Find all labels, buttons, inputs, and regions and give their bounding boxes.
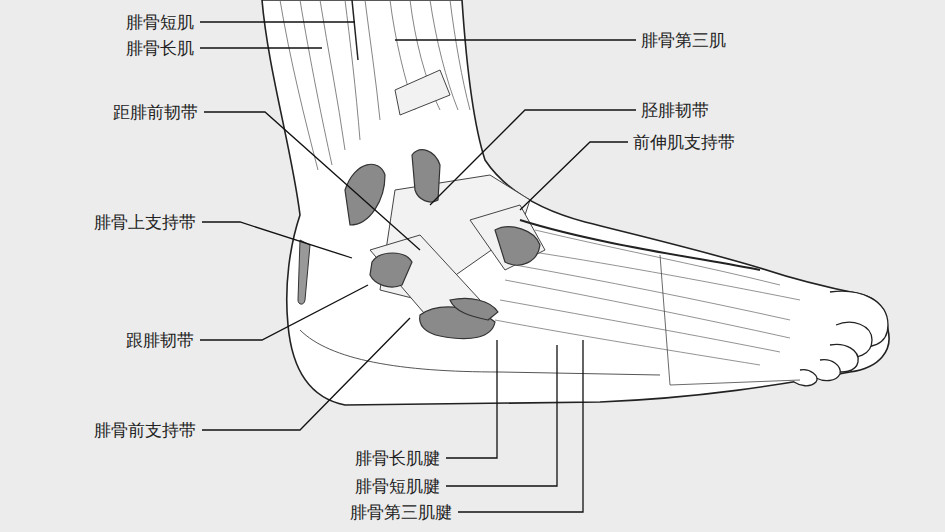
- anatomy-label: 胫腓韧带: [641, 100, 709, 120]
- leader-lines: [200, 22, 636, 512]
- muscle-fibres: [280, 0, 470, 170]
- anatomy-label: 腓骨上支持带: [94, 212, 196, 232]
- anatomy-label: 跟腓韧带: [126, 330, 194, 350]
- tendon-line: [520, 220, 760, 270]
- anatomy-label: 腓骨第三肌腱: [350, 502, 452, 522]
- achilles: [298, 240, 310, 304]
- anatomy-label: 前伸肌支持带: [633, 132, 735, 152]
- retinaculum-bands: [370, 70, 545, 320]
- anatomy-label: 距腓前韧带: [113, 102, 198, 122]
- anatomy-label: 腓骨短肌: [126, 12, 194, 32]
- anatomy-label: 腓骨短肌腱: [355, 476, 440, 496]
- anatomy-label: 腓骨前支持带: [94, 420, 196, 440]
- anatomy-label: 腓骨长肌腱: [355, 448, 440, 468]
- anatomy-label: 腓骨长肌: [126, 38, 194, 58]
- tendon-fibres: [495, 230, 800, 385]
- toes: [794, 291, 888, 386]
- ligament-shapes: [345, 150, 540, 339]
- foot-outline: [262, 0, 889, 405]
- anatomy-label: 腓骨第三肌: [641, 30, 726, 50]
